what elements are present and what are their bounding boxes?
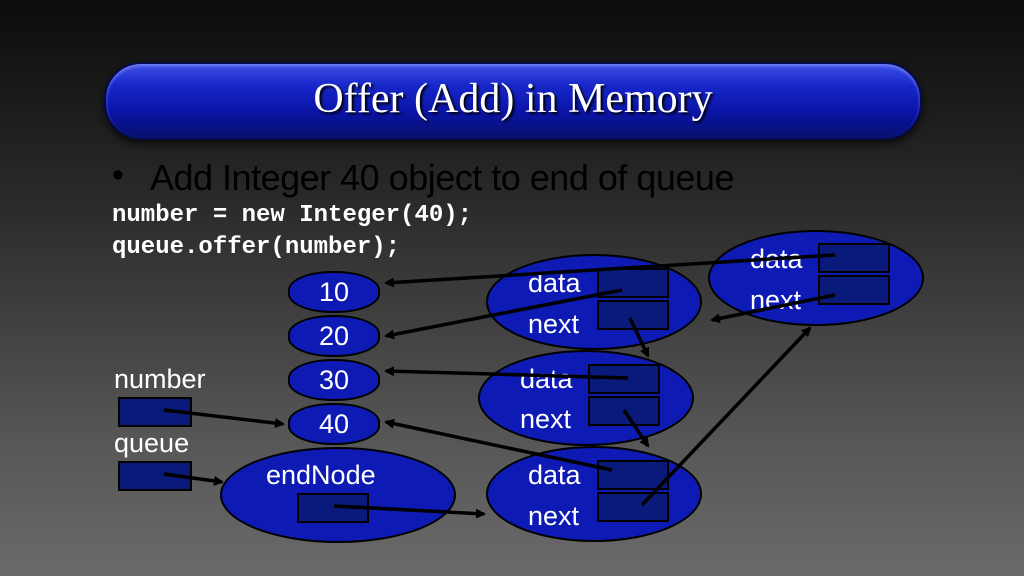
code-line-1: number = new Integer(40);	[112, 202, 473, 229]
number-reference-box	[118, 397, 192, 427]
bullet-icon: •	[112, 156, 124, 194]
end-node-reference-slot	[297, 493, 369, 523]
integer-object-30: 30	[288, 359, 380, 401]
node-2-data-slot	[588, 364, 660, 394]
node-4-data-label: data	[750, 244, 803, 274]
node-3-next-slot	[597, 492, 669, 522]
node-1-data-label: data	[528, 268, 581, 298]
node-1-next-label: next	[528, 309, 580, 339]
queue-node-1	[486, 254, 702, 350]
queue-node-4-new	[708, 230, 924, 326]
queue-reference-box	[118, 461, 192, 491]
number-variable-label: number	[114, 364, 206, 394]
node-3-data-label: data	[528, 460, 581, 490]
node-4-next-label: next	[750, 285, 802, 315]
bullet-text: Add Integer 40 object to end of queue	[150, 157, 734, 198]
node-2-data-label: data	[520, 364, 573, 394]
queue-node-2	[478, 350, 694, 446]
node-2-next-label: next	[520, 404, 572, 434]
integer-object-40: 40	[288, 403, 380, 445]
end-node-label: endNode	[266, 460, 376, 490]
node-1-next-slot	[597, 300, 669, 330]
title-bar	[104, 62, 922, 140]
queue-node-3	[486, 446, 702, 542]
node-1-data-slot	[597, 268, 669, 298]
node-2-next-slot	[588, 396, 660, 426]
node-4-data-slot	[818, 243, 890, 273]
integer-object-20: 20	[288, 315, 380, 357]
node-4-next-slot	[818, 275, 890, 305]
slide-title: Offer (Add) in Memory	[313, 76, 713, 122]
code-line-2: queue.offer(number);	[112, 234, 401, 261]
node-3-next-label: next	[528, 501, 580, 531]
integer-object-10: 10	[288, 271, 380, 313]
queue-variable-label: queue	[114, 428, 190, 458]
node-3-data-slot	[597, 460, 669, 490]
